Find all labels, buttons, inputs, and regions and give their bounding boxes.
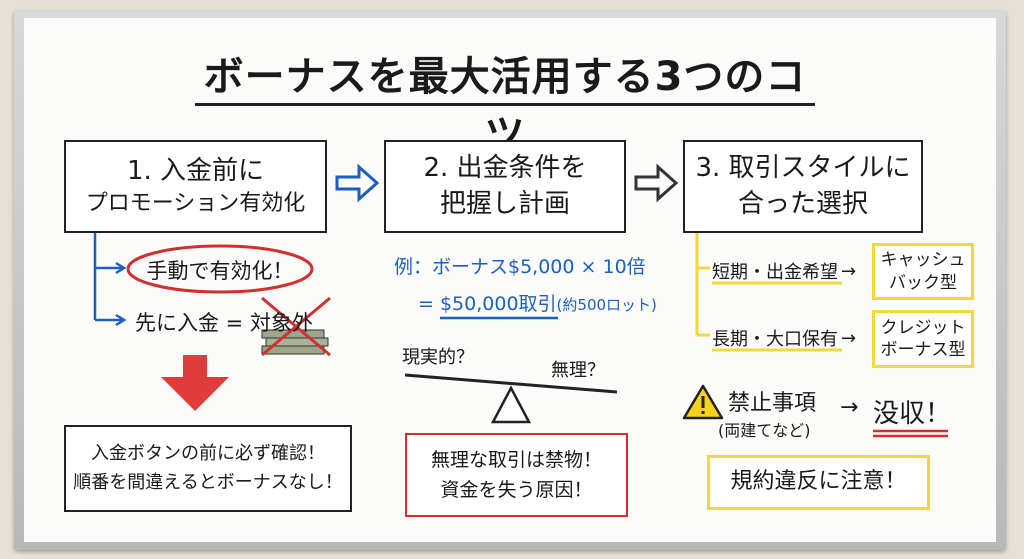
red-down-arrow-icon xyxy=(161,355,229,411)
red-cross-icon xyxy=(261,296,331,357)
prohibited-arrow: → xyxy=(840,395,859,420)
example-equals: = xyxy=(418,293,440,315)
seesaw-beam xyxy=(404,373,618,394)
option-long-term-label: 長期・大口保有 xyxy=(712,329,838,350)
step-2-line1: 2. 出金条件を xyxy=(423,153,587,184)
deposit-warning-line1: 入金ボタンの前に必ず確認！ xyxy=(91,442,325,464)
branch-not-eligible: 対象外 xyxy=(249,311,313,335)
terms-notice-box: 規約違反に注意！ xyxy=(707,455,930,510)
step-2-box: 2. 出金条件を 把握し計画 xyxy=(384,140,626,233)
trading-warning-box: 無理な取引は禁物！ 資金を失う原因！ xyxy=(405,433,628,517)
red-circle xyxy=(126,244,314,294)
credit-line2: ボーナス型 xyxy=(880,340,966,360)
terms-notice: 規約違反に注意！ xyxy=(730,469,907,495)
seesaw-impossible: 無理？ xyxy=(551,360,605,381)
branch-deposit-prefix: 先に入金 = xyxy=(135,311,250,335)
step-1-line2: プロモーション有効化 xyxy=(85,191,306,217)
step-3-line1: 3. 取引スタイルに xyxy=(695,153,911,184)
deposit-warning-box: 入金ボタンの前に必ず確認！ 順番を間違えるとボーナスなし！ xyxy=(64,425,352,512)
arrow-icon: → xyxy=(841,327,857,349)
step-2-line2: 把握し計画 xyxy=(439,188,570,219)
step-3-box: 3. 取引スタイルに 合った選択 xyxy=(683,140,923,233)
warning-exclamation-bar xyxy=(701,396,705,408)
step-1-box: 1. 入金前に プロモーション有効化 xyxy=(64,140,327,233)
branch-deposit-first: 先に入金 = 対象外 xyxy=(135,307,313,337)
trading-warning-line2: 資金を失う原因！ xyxy=(440,479,593,501)
confiscation-label: 没収！ xyxy=(873,399,952,429)
trading-warning-line1: 無理な取引は禁物！ xyxy=(430,448,602,471)
arrow-icon: → xyxy=(841,260,857,282)
example-amount: $50,000取引 xyxy=(439,293,557,315)
seesaw-fulcrum-icon xyxy=(490,385,532,424)
step-1-line1: 1. 入金前に xyxy=(126,156,265,187)
seesaw-realistic: 現実的？ xyxy=(402,347,474,368)
branch-lines xyxy=(93,233,122,322)
title-underline xyxy=(195,103,815,106)
example-line2: = $50,000取引(約500ロット) xyxy=(418,289,657,316)
cashback-type-box: キャッシュ バック型 xyxy=(872,243,974,300)
title: ボーナスを最大活用する3つのコツ xyxy=(203,54,807,158)
cashback-line2: バック型 xyxy=(889,272,957,293)
yellow-bracket xyxy=(695,233,710,337)
prohibited-label: 禁止事項 xyxy=(728,391,817,416)
cashback-line1: キャッシュ xyxy=(880,250,966,271)
branch-arrowheads-icon xyxy=(115,261,127,327)
warning-exclamation-dot xyxy=(701,411,705,414)
branch-manual-activation: 手動で有効化！ xyxy=(146,259,294,283)
option-short-term-label: 短期・出金希望 xyxy=(712,262,838,283)
option-long-term: 長期・大口保有→ xyxy=(712,325,856,351)
deposit-warning-line2: 順番を間違えるとボーナスなし！ xyxy=(73,471,343,493)
credit-line1: クレジット xyxy=(880,317,966,338)
gray-arrow-icon xyxy=(634,163,679,203)
step-3-line2: 合った選択 xyxy=(737,188,868,219)
example-line1: 例：ボーナス$5,000 × 10倍 xyxy=(394,256,646,278)
credit-bonus-type-box: クレジット ボーナス型 xyxy=(872,310,974,368)
option-short-term: 短期・出金希望→ xyxy=(712,258,856,284)
red-double-underline xyxy=(873,429,948,438)
example-note: (約500ロット) xyxy=(556,296,657,314)
blue-arrow-icon xyxy=(335,163,380,203)
prohibited-example: (両建てなど) xyxy=(718,421,811,440)
cash-stack-icon xyxy=(261,329,329,355)
